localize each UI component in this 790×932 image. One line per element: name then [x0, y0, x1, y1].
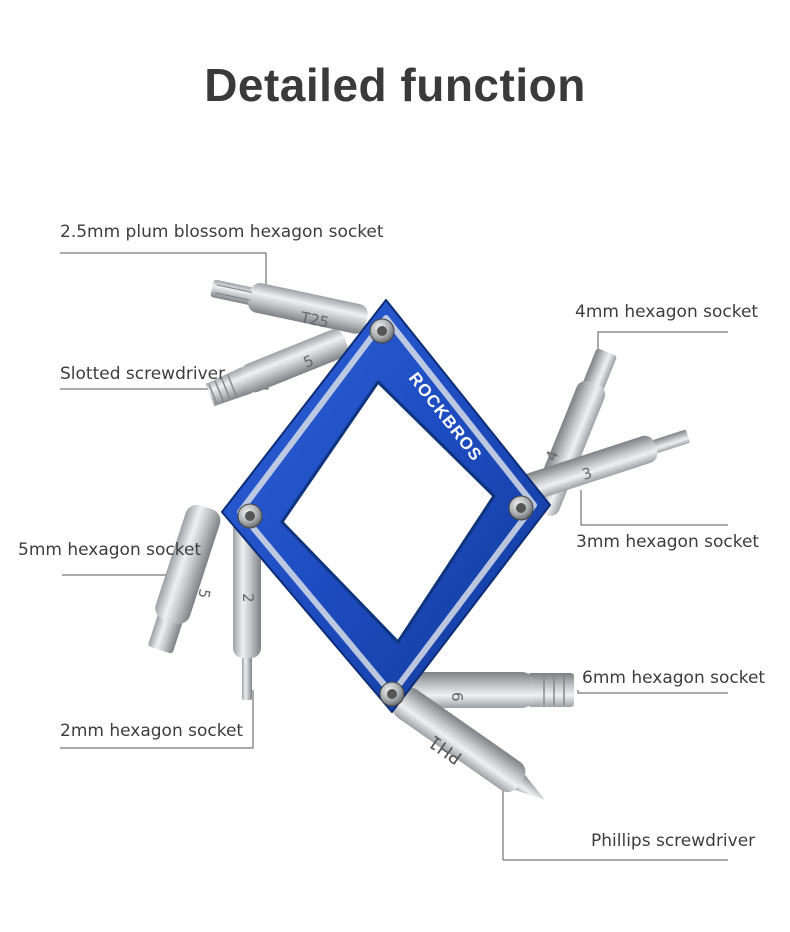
hex2-bit [233, 518, 261, 700]
label-hex3: 3mm hexagon socket [576, 532, 760, 552]
hex3-bit [511, 429, 690, 504]
label-hex2: 2mm hexagon socket [60, 721, 244, 741]
label-phillips: Phillips screwdriver [591, 831, 756, 851]
hex2-marking: 2 [239, 593, 257, 603]
slotted-screwdriver-bit [205, 329, 348, 407]
hex5-marking: 5 [194, 587, 213, 600]
label-hex6: 6mm hexagon socket [582, 668, 766, 688]
hex5-bit [148, 504, 221, 654]
label-hex5: 5mm hexagon socket [18, 540, 202, 560]
page-title: Detailed function [204, 59, 586, 111]
phillips-bit [392, 687, 545, 800]
label-slotted: Slotted screwdriver [60, 364, 226, 384]
label-hex4: 4mm hexagon socket [575, 302, 759, 322]
t25-marking: T25 [298, 308, 330, 332]
frame-bolts [237, 318, 534, 707]
label-plum-blossom: 2.5mm plum blossom hexagon socket [60, 222, 384, 242]
t25-torx-bit [210, 279, 368, 334]
hex6-marking: 6 [448, 692, 466, 702]
